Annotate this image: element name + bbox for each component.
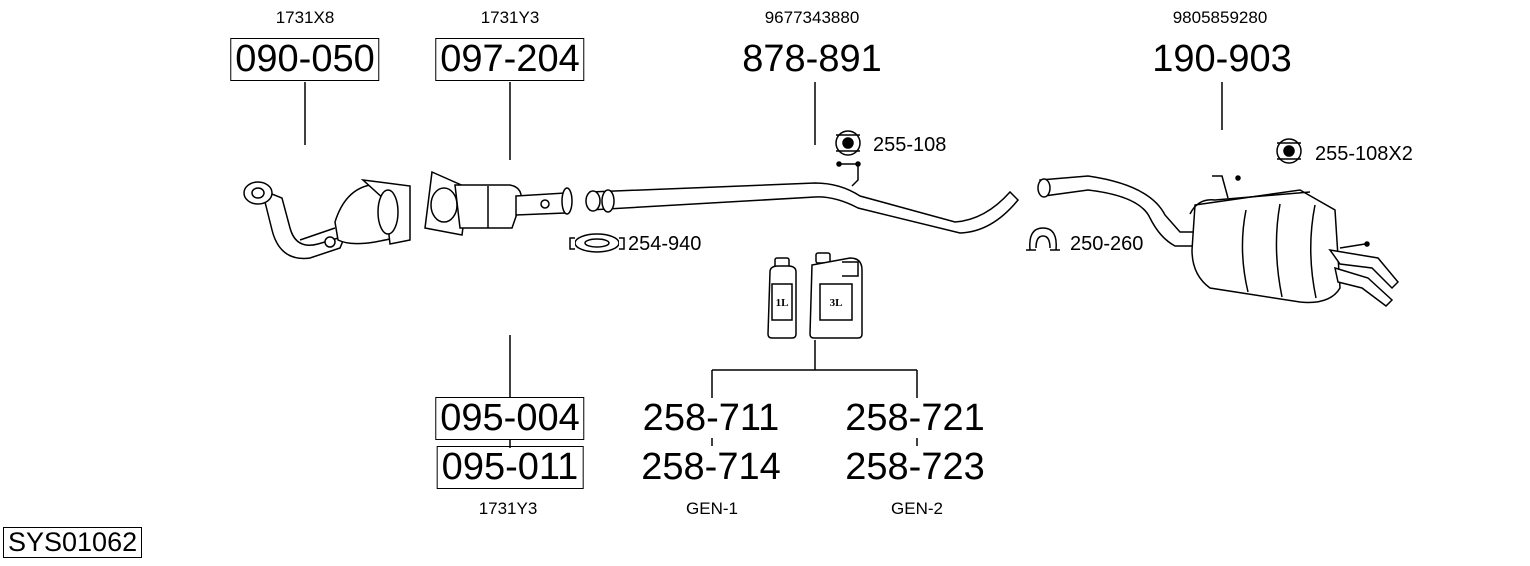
clamp-front-label[interactable]: 254-940	[628, 233, 702, 255]
leader-lines	[304, 82, 1223, 448]
oem-front-catalyst: 1731X8	[275, 8, 335, 27]
fluid-gen1-top[interactable]: 258-711	[642, 397, 780, 439]
part-number-middle-pipe[interactable]: 878-891	[742, 38, 882, 80]
mount-rear-label[interactable]: 255-108X2	[1315, 143, 1413, 165]
rubber-mount-icon	[1276, 138, 1302, 164]
can-large-label: 3L	[830, 297, 843, 309]
system-id: SYS01062	[3, 527, 143, 558]
rear-silencer-drawing	[1037, 175, 1400, 307]
catalyst-drawing	[424, 170, 573, 236]
part-number-catalyst[interactable]: 097-204	[435, 38, 585, 81]
middle-pipe-drawing	[585, 161, 1020, 234]
part-number-front-catalyst[interactable]: 090-050	[230, 38, 380, 81]
fluid-can-3l-icon	[809, 252, 863, 339]
oem-rear-silencer: 9805859280	[1172, 8, 1268, 27]
part-number-kit-a[interactable]: 095-004	[435, 397, 585, 440]
clamp-icon	[569, 233, 625, 253]
clamp-icon	[1026, 227, 1060, 251]
oem-middle-pipe: 9677343880	[764, 8, 860, 27]
part-number-rear-silencer[interactable]: 190-903	[1152, 38, 1292, 80]
front-catalyst-drawing	[243, 178, 411, 260]
fluid-gen1-bottom[interactable]: 258-714	[641, 446, 781, 488]
clamp-rear-label[interactable]: 250-260	[1070, 233, 1144, 255]
fluid-gen2-label: GEN-2	[891, 499, 943, 518]
oem-kit: 1731Y3	[478, 499, 538, 518]
mount-mid-label[interactable]: 255-108	[873, 134, 947, 156]
fluid-can-1l-icon	[767, 257, 797, 339]
fluid-gen2-bottom[interactable]: 258-723	[845, 446, 985, 488]
fluid-gen1-label: GEN-1	[686, 499, 738, 518]
part-number-kit-b[interactable]: 095-011	[436, 446, 584, 489]
oem-catalyst: 1731Y3	[480, 8, 540, 27]
rubber-mount-icon	[835, 130, 861, 156]
fluid-gen2-top[interactable]: 258-721	[845, 397, 985, 439]
can-small-label: 1L	[776, 297, 789, 309]
